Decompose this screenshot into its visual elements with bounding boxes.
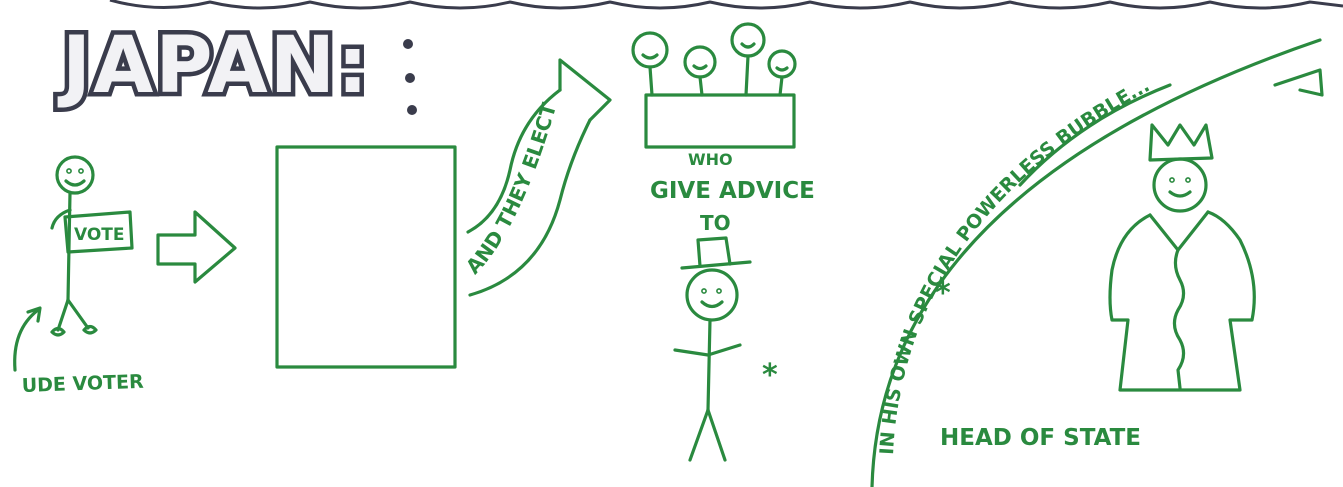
emperor-figure [1110,125,1254,390]
bullet-dot [405,73,415,83]
voter-figure [52,157,96,335]
bubble-highlight-cap [1275,70,1322,95]
wavy-top-border [110,0,1343,8]
empty-parliament-box [277,147,455,367]
vote-sign: VOTE [65,212,132,252]
page-title: JAPAN: [57,21,370,111]
give-advice-label: GIVE ADVICE [650,178,815,204]
bubble-highlight [1020,85,1170,185]
asterisk-right: * [935,276,951,311]
to-label: TO [700,211,731,235]
who-label: WHO [688,150,733,169]
asterisk-middle: * [762,358,778,393]
vote-sign-label: VOTE [74,225,125,245]
prime-minister-figure [675,238,750,460]
head-of-state-label: HEAD OF STATE [940,425,1141,451]
voter-pointer-arrow [15,310,38,370]
bullet-dot [403,39,413,49]
bullet-dot [407,105,417,115]
block-arrow-right [158,212,235,282]
voter-label: UDE VOTER [21,371,144,397]
cabinet-group [633,24,795,147]
